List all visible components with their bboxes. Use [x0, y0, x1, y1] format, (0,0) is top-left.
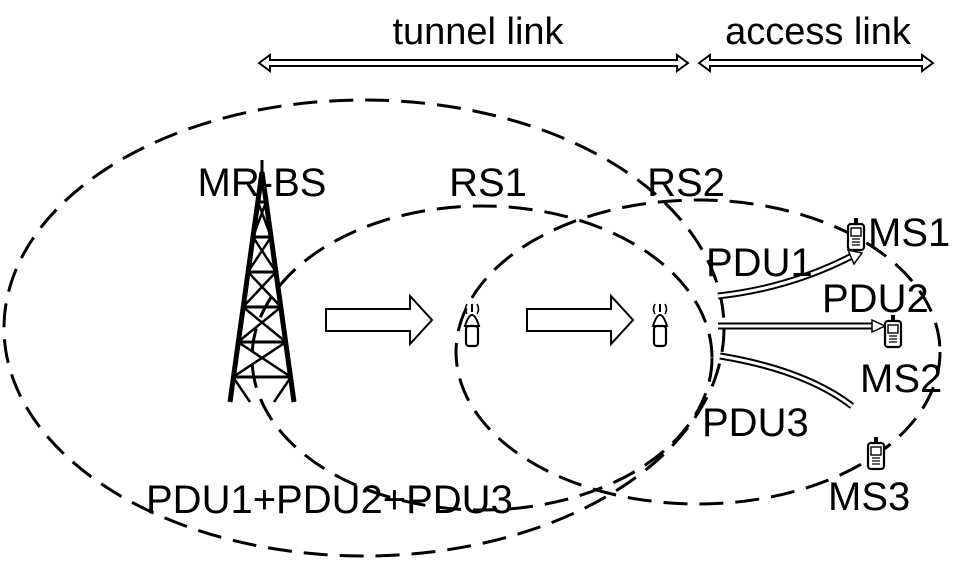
pdu3-label: PDU3	[702, 401, 809, 445]
rs1-to-rs2-arrow	[526, 293, 635, 347]
tunnel-link-arrow	[257, 53, 690, 73]
pdu1-arrowhead	[846, 248, 864, 266]
access-link-arrow	[697, 53, 935, 73]
pdu2-label: PDU2	[822, 277, 929, 321]
rs2-coverage-ellipse	[454, 198, 942, 506]
ms2-label: MS2	[860, 357, 942, 401]
rs2-label: RS2	[647, 161, 725, 205]
pdu2-arrowhead	[871, 318, 887, 334]
bs-to-rs1-arrow	[325, 293, 434, 347]
ms3-label: MS3	[828, 475, 910, 519]
mobile-phone-icon	[846, 216, 866, 252]
ms1-label: MS1	[868, 211, 950, 255]
tunnel-link-label: tunnel link	[392, 11, 564, 53]
access-link-label: access link	[725, 11, 912, 53]
relay-antenna-icon	[463, 302, 481, 348]
relay-antenna-icon	[651, 302, 669, 348]
pdu3-access-arrow-inner	[719, 354, 853, 408]
pdu3-access-arrow	[719, 352, 855, 409]
pdu1-label: PDU1	[706, 241, 813, 285]
pdu1-access-arrow-inner	[717, 254, 853, 298]
mobile-phone-icon	[866, 435, 886, 471]
aggregate-pdu-label: PDU1+PDU2+PDU3	[146, 478, 513, 522]
rs1-coverage-ellipse	[250, 204, 714, 512]
rs1-label: RS1	[449, 161, 527, 205]
